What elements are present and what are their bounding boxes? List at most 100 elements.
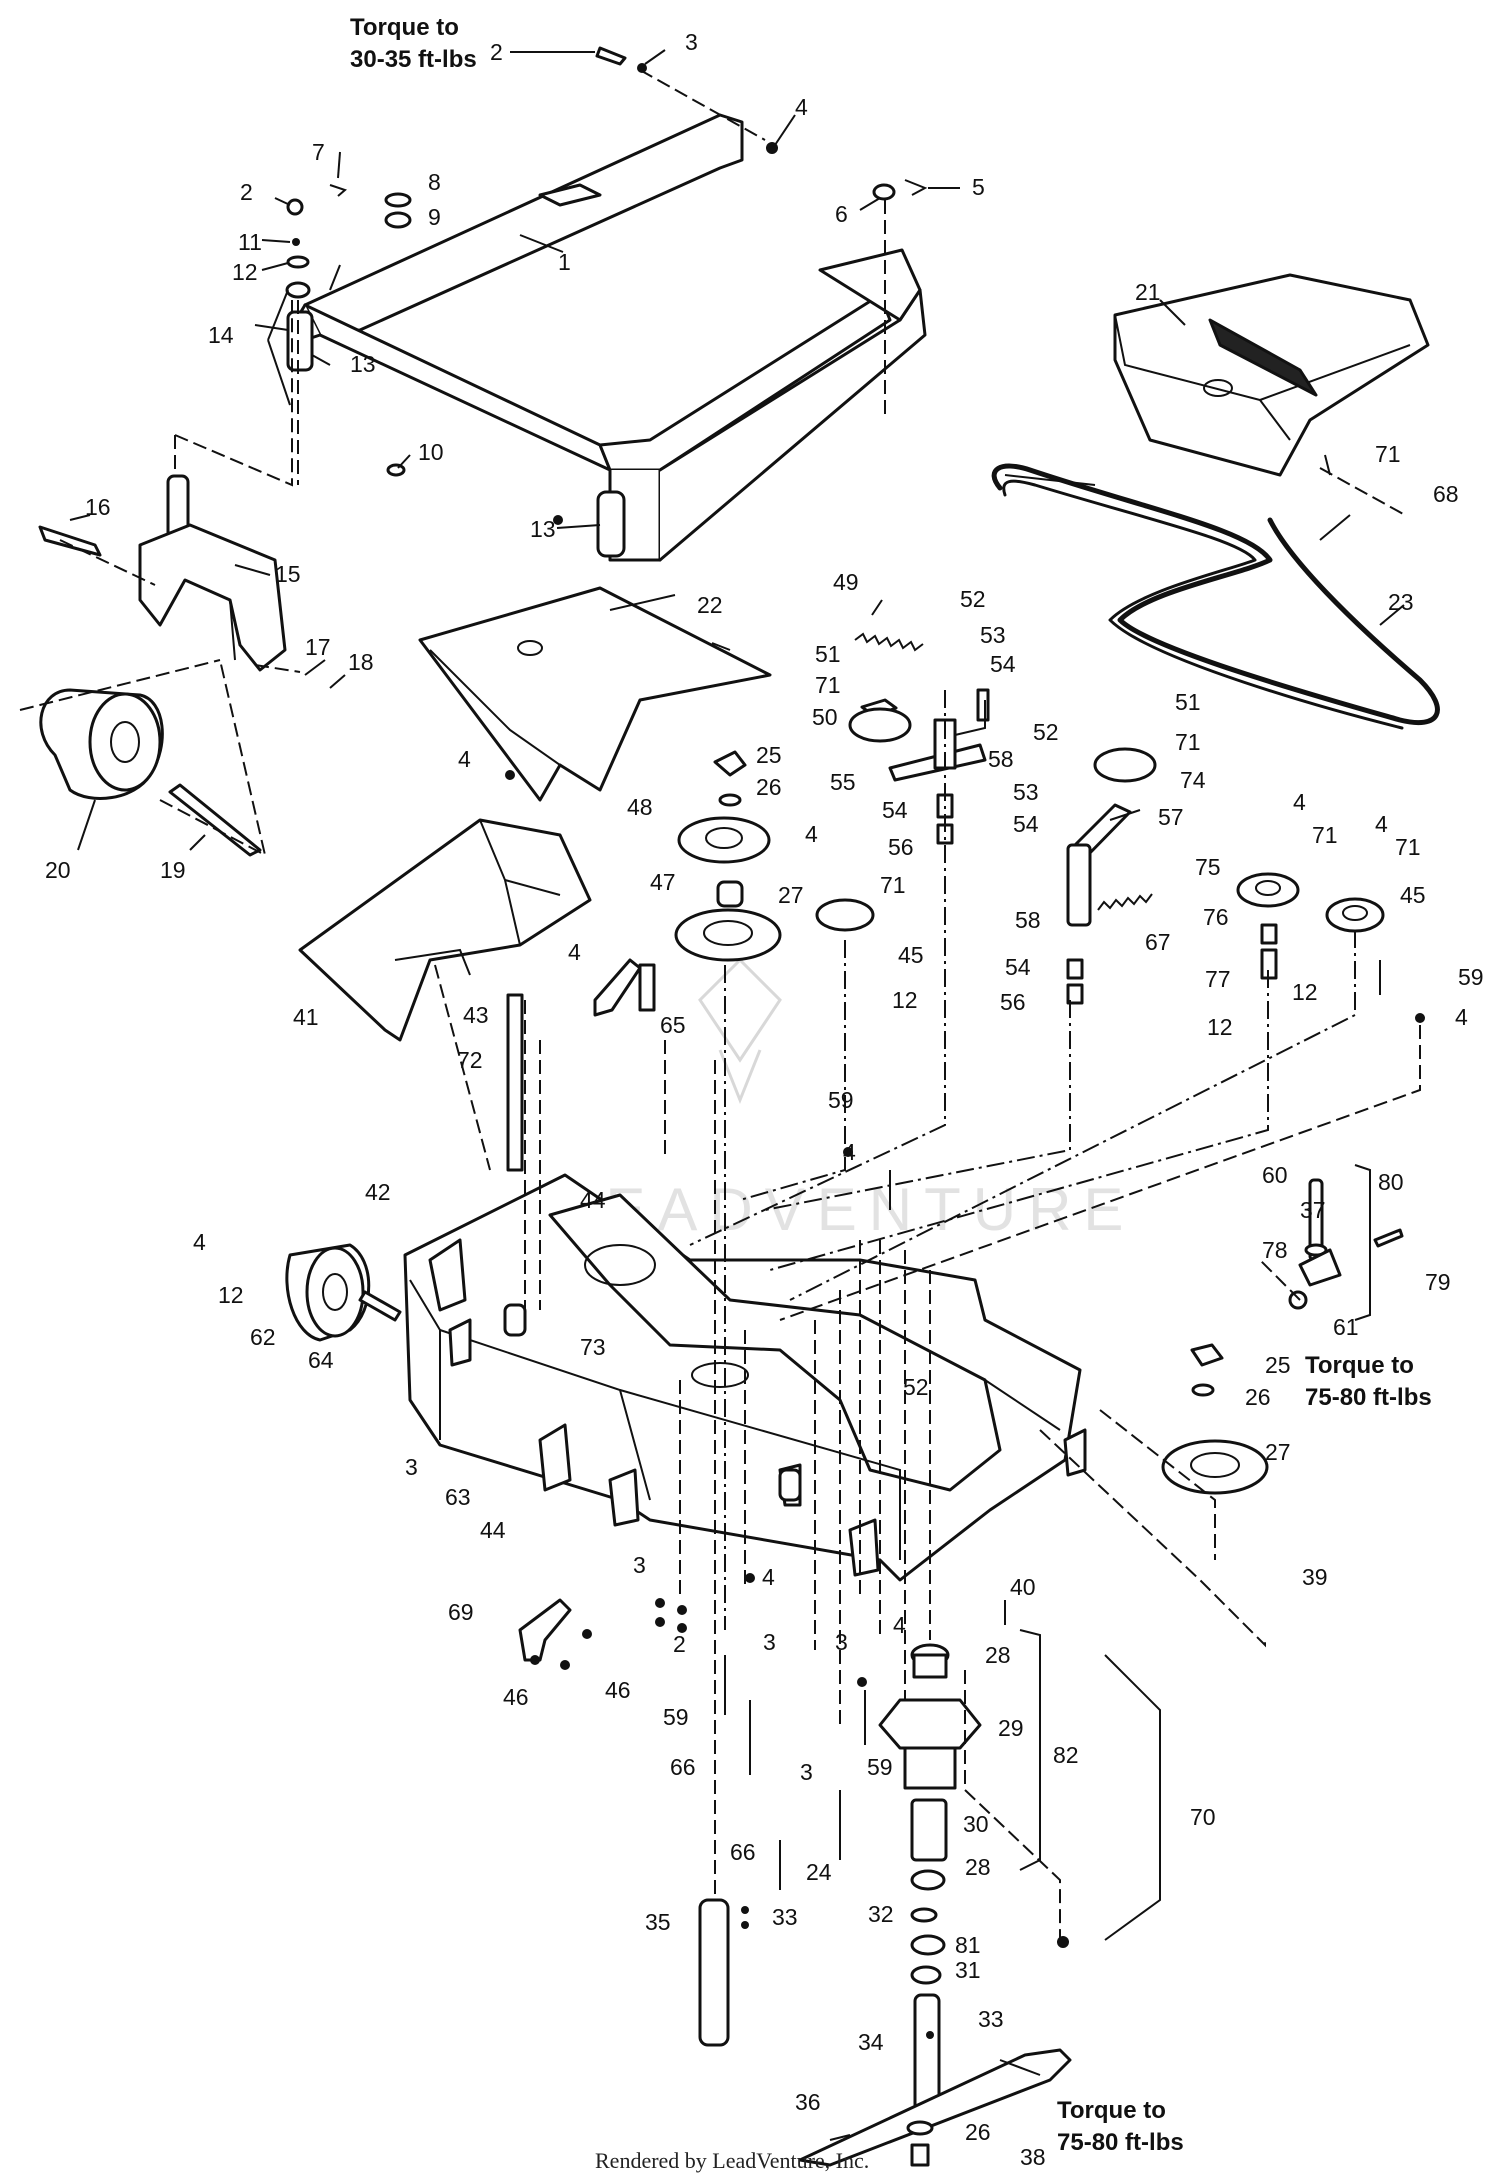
callout-57: 57 [1158, 804, 1184, 830]
callout-12: 12 [892, 987, 918, 1013]
svg-text:Torque to: Torque to [1057, 2097, 1166, 2124]
callout-47: 47 [650, 869, 676, 895]
callout-63: 63 [445, 1484, 471, 1510]
callout-4: 4 [193, 1229, 206, 1255]
callout-65: 65 [660, 1012, 686, 1038]
callout-3: 3 [800, 1759, 813, 1785]
callout-71: 71 [880, 872, 906, 898]
idler-arm-right [1066, 747, 1157, 1005]
callout-3: 3 [763, 1629, 776, 1655]
callout-12: 12 [1292, 979, 1318, 1005]
callout-79: 79 [1425, 1269, 1451, 1295]
callout-4: 4 [1455, 1004, 1468, 1030]
callout-21: 21 [1135, 279, 1161, 305]
callout-12: 12 [218, 1282, 244, 1308]
callout-19: 19 [160, 857, 186, 883]
callout-72: 72 [457, 1047, 483, 1073]
callout-66: 66 [670, 1754, 696, 1780]
mower-deck [403, 1173, 1087, 1582]
callout-3: 3 [835, 1629, 848, 1655]
svg-text:30-35 ft-lbs: 30-35 ft-lbs [350, 46, 477, 73]
front-wheel-arm [38, 474, 287, 672]
callout-50: 50 [812, 704, 838, 730]
front-wheel [39, 688, 262, 857]
svg-text:Torque to: Torque to [1305, 1352, 1414, 1379]
callout-76: 76 [1203, 904, 1229, 930]
callout-56: 56 [1000, 989, 1026, 1015]
callout-68: 68 [1433, 481, 1459, 507]
callout-58: 58 [1015, 907, 1041, 933]
callout-18: 18 [348, 649, 374, 675]
callout-25: 25 [1265, 1352, 1291, 1378]
callout-73: 73 [580, 1334, 606, 1360]
callout-82: 82 [1053, 1742, 1079, 1768]
lift-frame [288, 113, 927, 562]
callout-28: 28 [965, 1854, 991, 1880]
frame-pivot-posts [286, 310, 626, 558]
anti-scalp-roller-assembly [1288, 1178, 1404, 1310]
callout-13: 13 [350, 351, 376, 377]
callout-71: 71 [1395, 834, 1421, 860]
callout-67: 67 [1145, 929, 1171, 955]
callout-66: 66 [730, 1839, 756, 1865]
callout-41: 41 [293, 1004, 319, 1030]
callout-26: 26 [756, 774, 782, 800]
callout-14: 14 [208, 322, 234, 348]
callout-52: 52 [903, 1374, 929, 1400]
spindle-assembly [878, 1643, 982, 2117]
callout-22: 22 [697, 592, 723, 618]
callout-70: 70 [1190, 1804, 1216, 1830]
callout-48: 48 [627, 794, 653, 820]
callout-46: 46 [503, 1684, 529, 1710]
callout-25: 25 [756, 742, 782, 768]
callout-77: 77 [1205, 966, 1231, 992]
callout-4: 4 [458, 746, 471, 772]
callout-71: 71 [1375, 441, 1401, 467]
callout-27: 27 [778, 882, 804, 908]
top-hardware [285, 46, 928, 525]
callout-75: 75 [1195, 854, 1221, 880]
callout-33: 33 [772, 1904, 798, 1930]
callout-17: 17 [305, 634, 331, 660]
lower-fasteners [518, 960, 1425, 2167]
callout-59: 59 [867, 1754, 893, 1780]
callout-2: 2 [240, 179, 253, 205]
callout-2: 2 [673, 1631, 686, 1657]
callout-15: 15 [275, 561, 301, 587]
deck-brackets [506, 958, 656, 1172]
callout-59: 59 [1458, 964, 1484, 990]
callout-4: 4 [805, 821, 818, 847]
svg-text:75-80 ft-lbs: 75-80 ft-lbs [1305, 1384, 1432, 1411]
callout-labels: 1 2 2 2 3 3 3 3 3 3 4 4 4 4 4 4 4 4 4 4 … [45, 29, 1484, 2170]
callout-43: 43 [463, 1002, 489, 1028]
callout-4: 4 [795, 94, 808, 120]
callout-9: 9 [428, 204, 441, 230]
torque-note-top: Torque to 30-35 ft-lbs [350, 14, 477, 73]
callout-24: 24 [806, 1859, 832, 1885]
callout-38: 38 [1020, 2144, 1046, 2170]
callout-69: 69 [448, 1599, 474, 1625]
callout-46: 46 [605, 1677, 631, 1703]
callout-59: 59 [663, 1704, 689, 1730]
gauge-wheel [285, 1243, 402, 1342]
callout-42: 42 [365, 1179, 391, 1205]
callout-62: 62 [250, 1324, 276, 1350]
callout-3: 3 [685, 29, 698, 55]
svg-text:75-80 ft-lbs: 75-80 ft-lbs [1057, 2129, 1184, 2156]
callout-58: 58 [988, 746, 1014, 772]
callout-49: 49 [833, 569, 859, 595]
callout-52: 52 [960, 586, 986, 612]
callout-2: 2 [490, 39, 503, 65]
callout-60: 60 [1262, 1162, 1288, 1188]
callout-39: 39 [1302, 1564, 1328, 1590]
callout-11: 11 [238, 229, 262, 255]
callout-36: 36 [795, 2089, 821, 2115]
callout-13: 13 [530, 516, 556, 542]
callout-51: 51 [815, 641, 841, 667]
callout-61: 61 [1333, 1314, 1359, 1340]
callout-4: 4 [568, 939, 581, 965]
callout-45: 45 [1400, 882, 1426, 908]
callout-28: 28 [985, 1642, 1011, 1668]
mower-blade [798, 2048, 1072, 2167]
